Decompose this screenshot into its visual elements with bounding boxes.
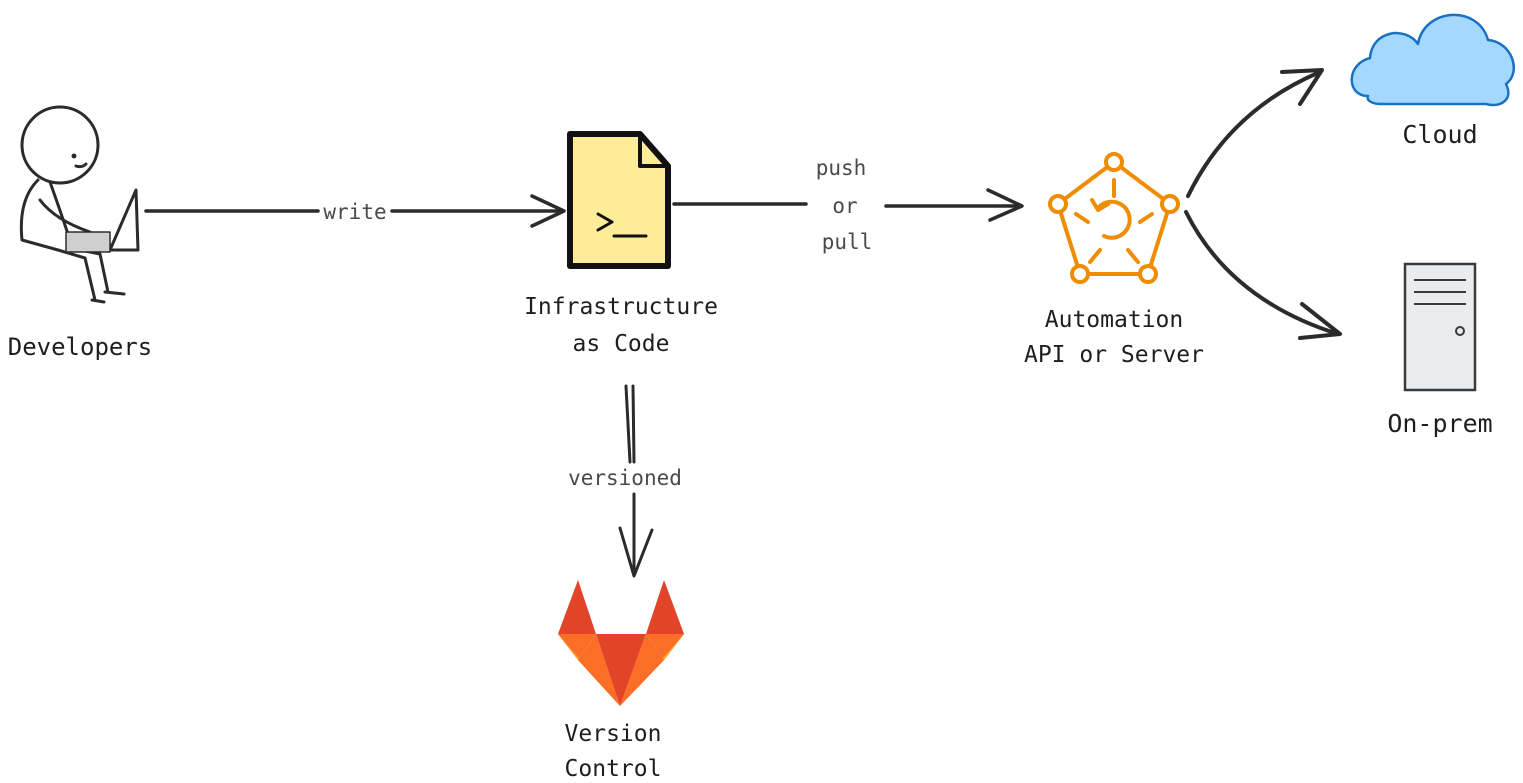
cloud-icon — [1350, 13, 1516, 107]
onprem-label: On-prem — [1387, 409, 1492, 438]
write-arrow — [144, 194, 566, 228]
onprem-arrow — [1184, 210, 1342, 340]
or-edge-label: or — [832, 194, 857, 218]
vcs-label-line1: Version — [565, 721, 662, 747]
iac-label-line2: as Code — [573, 331, 670, 357]
push-pull-arrow — [672, 188, 1024, 222]
gitlab-fox-icon — [558, 580, 684, 706]
automation-label-line1: Automation — [1045, 307, 1183, 333]
iac-label-line1: Infrastructure — [524, 294, 718, 320]
push-edge-label: push — [816, 156, 867, 180]
server-tower-icon — [1403, 262, 1477, 392]
cloud-arrow — [1186, 68, 1324, 198]
versioned-edge-label: versioned — [568, 466, 682, 490]
terminal-file-icon — [567, 131, 671, 269]
write-edge-label: write — [323, 200, 386, 224]
vcs-label-line2: Control — [565, 756, 662, 782]
pull-edge-label: pull — [822, 230, 873, 254]
automation-label-line2: API or Server — [1024, 342, 1204, 368]
versioned-arrow — [618, 384, 654, 578]
automation-pentagon-icon — [1048, 152, 1180, 284]
developers-label: Developers — [8, 333, 153, 361]
cloud-label: Cloud — [1402, 120, 1477, 149]
developer-with-laptop-icon — [19, 105, 140, 304]
